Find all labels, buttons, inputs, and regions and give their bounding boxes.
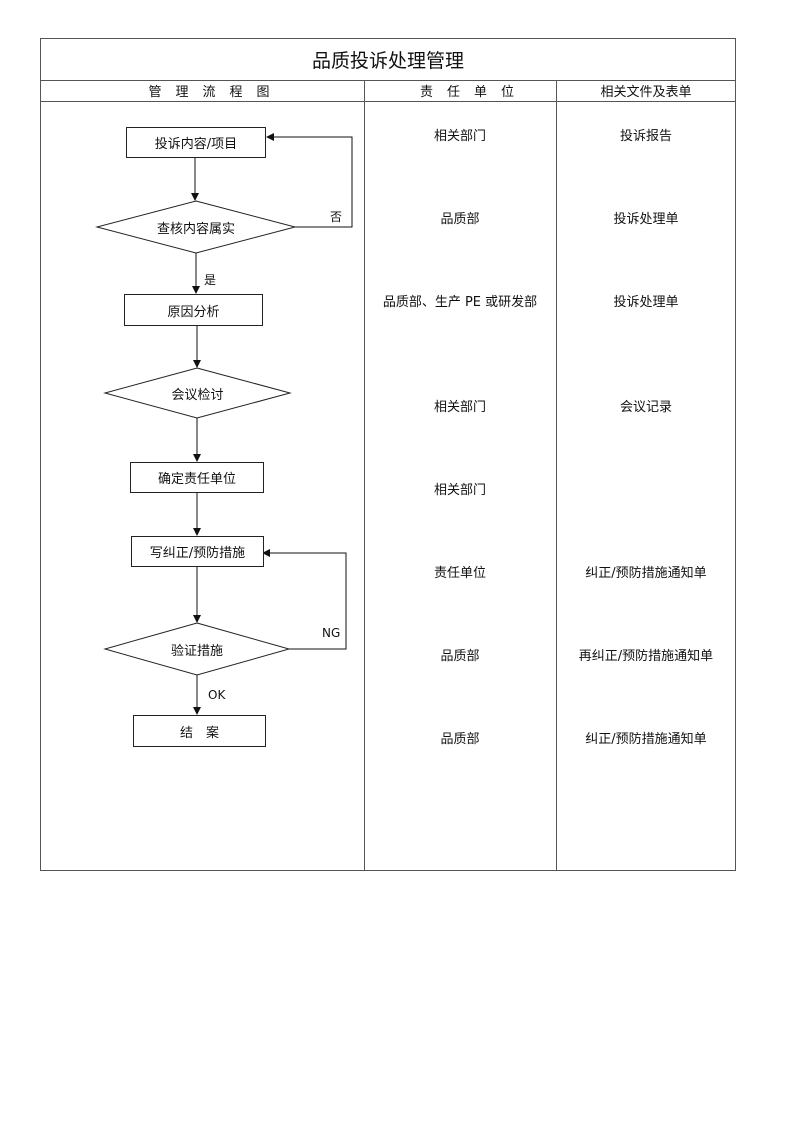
responsible-row-6: 责任单位 (433, 566, 486, 581)
column-divider-2 (556, 80, 557, 871)
decision-verify-measures-label: 验证措施 (170, 643, 223, 659)
page-title: 品质投诉处理管理 (311, 49, 464, 72)
header-documents: 相关文件及表单 (600, 85, 692, 100)
decision-verify-content-label: 查核内容属实 (156, 221, 235, 237)
branch-label-ok: OK (208, 688, 226, 702)
title-divider (40, 80, 736, 81)
document-row-4: 会议记录 (619, 400, 672, 415)
header-divider (40, 101, 736, 102)
column-divider-1 (364, 80, 365, 871)
responsible-row-5: 相关部门 (433, 483, 486, 498)
header-responsible: 责任单位 (419, 85, 528, 100)
loop-no-back-to-complaint (266, 133, 353, 228)
branch-label-no: 否 (330, 210, 343, 224)
responsible-row-2: 品质部 (440, 212, 480, 227)
document-row-1: 投诉报告 (619, 129, 672, 144)
step-cause-analysis: 原因分析 (124, 294, 263, 326)
document-row-3: 投诉处理单 (613, 295, 679, 310)
decision-meeting-review-label: 会议检讨 (171, 387, 224, 403)
step-determine-responsible: 确定责任单位 (130, 462, 264, 493)
branch-label-yes: 是 (204, 273, 217, 287)
document-row-7: 再纠正/预防措施通知单 (578, 649, 714, 664)
step-close-case: 结 案 (133, 715, 266, 747)
table-frame (40, 38, 736, 871)
responsible-row-3: 品质部、生产 PE 或研发部 (382, 295, 538, 310)
responsible-row-8: 品质部 (440, 732, 480, 747)
step-complaint-content: 投诉内容/项目 (126, 127, 266, 158)
responsible-row-7: 品质部 (440, 649, 480, 664)
loop-ng-back-to-corrective (262, 549, 347, 650)
step-write-corrective-action: 写纠正/预防措施 (131, 536, 264, 567)
responsible-row-1: 相关部门 (433, 129, 486, 144)
document-row-6: 纠正/预防措施通知单 (585, 566, 707, 581)
branch-label-ng: NG (322, 626, 341, 640)
responsible-row-4: 相关部门 (433, 400, 486, 415)
document-row-8: 纠正/预防措施通知单 (585, 732, 707, 747)
header-flow-chart: 管理流程图 (148, 85, 284, 100)
document-row-2: 投诉处理单 (613, 212, 679, 227)
